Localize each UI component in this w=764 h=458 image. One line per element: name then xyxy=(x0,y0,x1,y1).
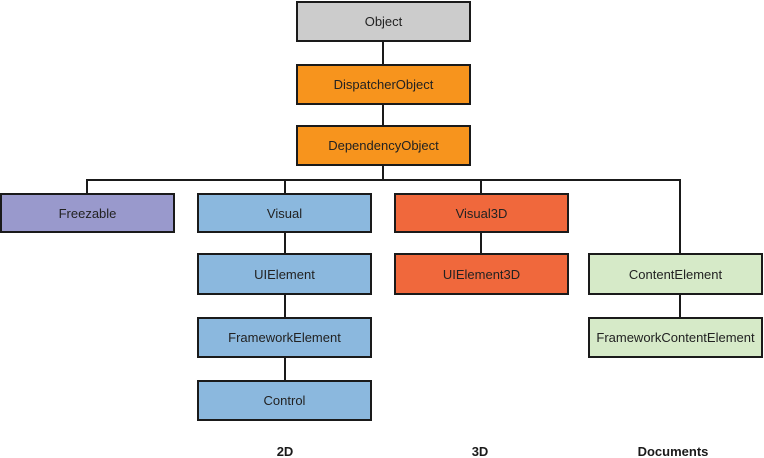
node-visual: Visual xyxy=(197,193,372,233)
connector-branch-horizontal xyxy=(86,179,681,181)
connector-frameworkelement-control xyxy=(284,357,286,381)
connector-branch-contentelement xyxy=(679,179,681,254)
node-ui-element: UIElement xyxy=(197,253,372,295)
node-visual3d: Visual3D xyxy=(394,193,569,233)
node-ui-element3d: UIElement3D xyxy=(394,253,569,295)
connector-uielement-frameworkelement xyxy=(284,294,286,318)
node-framework-content-element: FrameworkContentElement xyxy=(588,317,763,358)
connector-branch-freezable xyxy=(86,179,88,194)
node-content-element: ContentElement xyxy=(588,253,763,295)
connector-object-dispatcher xyxy=(382,41,384,65)
node-freezable: Freezable xyxy=(0,193,175,233)
connector-dispatcher-dependency xyxy=(382,104,384,126)
node-dispatcher-object: DispatcherObject xyxy=(296,64,471,105)
node-object: Object xyxy=(296,1,471,42)
connector-visual-uielement xyxy=(284,232,286,254)
caption-2d: 2D xyxy=(276,444,294,458)
connector-branch-visual3d xyxy=(480,179,482,194)
node-control: Control xyxy=(197,380,372,421)
connector-branch-visual xyxy=(284,179,286,194)
node-framework-element: FrameworkElement xyxy=(197,317,372,358)
caption-3d: 3D xyxy=(471,444,489,458)
connector-dependency-branch xyxy=(382,165,384,180)
connector-contentelement-frameworkcontentelement xyxy=(679,294,681,318)
caption-documents: Documents xyxy=(637,444,709,458)
connector-visual3d-uielement3d xyxy=(480,232,482,254)
node-dependency-object: DependencyObject xyxy=(296,125,471,166)
